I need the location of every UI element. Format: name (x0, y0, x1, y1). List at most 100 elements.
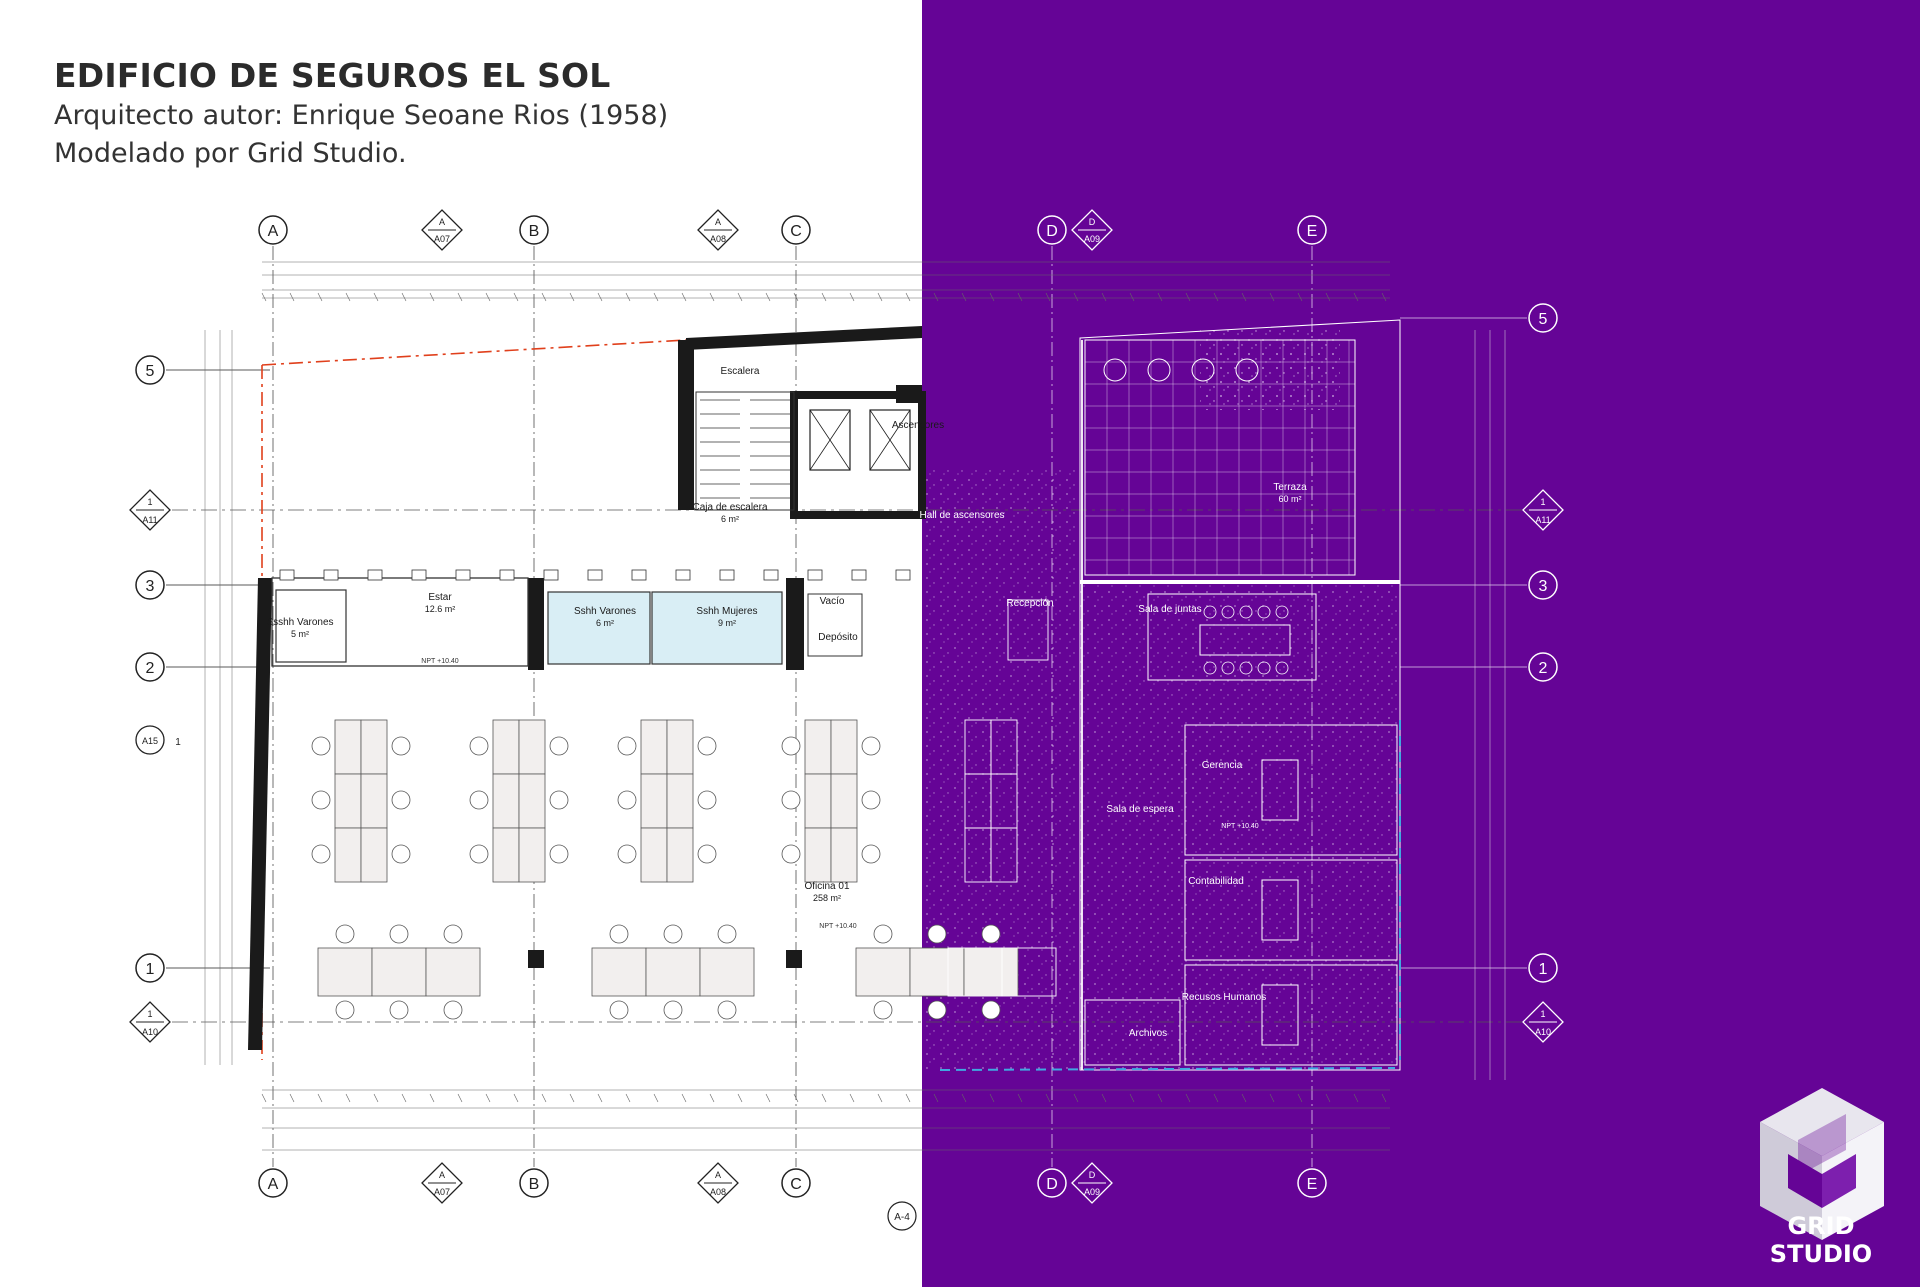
room-name: Escalera (721, 366, 760, 377)
dimension-tick (765, 1093, 771, 1103)
dimension-tick (261, 292, 267, 302)
elevator-core (790, 391, 926, 519)
bench-desk (645, 947, 701, 997)
office-chair (469, 844, 489, 864)
dimension-tick (1213, 292, 1219, 302)
room-label: Recepción (1006, 598, 1053, 609)
grid-row-bubble-right (1528, 652, 1558, 682)
management-room (1184, 724, 1398, 856)
window-mullion (279, 569, 295, 581)
sheet-reference: A-4 (887, 1201, 917, 1231)
room-name: Oficina 01 (804, 881, 849, 892)
office-chair (981, 924, 1001, 944)
elevation-tag-num: 1 (147, 497, 152, 507)
office-chair (781, 844, 801, 864)
dimension-tick (989, 1093, 995, 1103)
dimension-tick (1101, 292, 1107, 302)
dimension-tick (373, 292, 379, 302)
grid-bubble-label: E (1307, 1176, 1318, 1193)
office-chair (443, 924, 463, 944)
dimension-tick (961, 1093, 967, 1103)
office-chair (469, 736, 489, 756)
meeting-table (1199, 624, 1291, 656)
bench-desk (963, 947, 1019, 997)
room-name: Depósito (818, 632, 858, 643)
office-chair (663, 1000, 683, 1020)
dimension-tick (793, 292, 799, 302)
office-chair (781, 790, 801, 810)
office-desk (830, 827, 858, 883)
room-area: 5 m² (291, 629, 309, 639)
structural-column (528, 950, 544, 968)
office-desk (804, 773, 832, 829)
office-desk (360, 719, 388, 775)
office-chair (609, 1000, 629, 1020)
office-chair (697, 736, 717, 756)
dimension-tick (373, 1093, 379, 1103)
room-label: Depósito (818, 632, 858, 643)
purple-outline (1079, 319, 1401, 1071)
grid-bubble-a (258, 215, 288, 245)
stair-wall (678, 340, 694, 510)
office-chair (861, 736, 881, 756)
office-chair (549, 844, 569, 864)
dimension-tick (1129, 1093, 1135, 1103)
grid-bubble-label: C (790, 223, 802, 240)
section-tag-num: A (715, 217, 721, 227)
grid-bubble-d (1037, 1168, 1067, 1198)
dimension-tick (681, 292, 687, 302)
window-mullion (455, 569, 471, 581)
room-name: Archivos (1129, 1028, 1167, 1039)
room-name: Sshh Varones (574, 606, 636, 617)
office-desk (666, 719, 694, 775)
dimension-tick (849, 1093, 855, 1103)
dimension-tick (541, 1093, 547, 1103)
dimension-tick (905, 1093, 911, 1103)
office-chair (717, 1000, 737, 1020)
office-chair (981, 1000, 1001, 1020)
office-chair (697, 844, 717, 864)
office-desk (360, 773, 388, 829)
dimension-tick (429, 292, 435, 302)
wall-pier-1 (528, 578, 544, 670)
dimension-tick (457, 1093, 463, 1103)
office-chair (927, 924, 947, 944)
grid-bubble-b (519, 215, 549, 245)
grid-bubble-e (1297, 1168, 1327, 1198)
meeting-chair (1221, 661, 1235, 675)
level-tag: NPT +10.40 (1221, 823, 1259, 830)
grid-studio-logo-icon (1760, 1088, 1884, 1240)
dimension-tick (1017, 1093, 1023, 1103)
grid-column-d: DD (1037, 215, 1067, 1198)
window-mullion (675, 569, 691, 581)
grid-column-a: AA (258, 215, 288, 1198)
grid-row-label-right: 5 (1539, 311, 1548, 328)
dimension-tick (1157, 292, 1163, 302)
grid-row-label-left: 3 (146, 578, 155, 595)
core-corner (896, 385, 922, 403)
reception-desk (1007, 599, 1049, 661)
dimension-tick (289, 292, 295, 302)
grid-bubble-d (1037, 215, 1067, 245)
dimension-tick (821, 292, 827, 302)
dimension-tick (541, 292, 547, 302)
room-label: Hall de ascensores (919, 510, 1004, 521)
office-chair (391, 844, 411, 864)
planter-texture (1200, 330, 1340, 410)
modeled-by-credit: Modelado por Grid Studio. (54, 138, 407, 169)
dimension-tick (317, 1093, 323, 1103)
room-label: Sala de juntas (1138, 604, 1201, 615)
meeting-chair (1257, 605, 1271, 619)
meeting-chair (1203, 605, 1217, 619)
purple-slab-edge (1080, 580, 1400, 584)
section-tag-sheet: A07 (434, 234, 450, 244)
grid-row-5: 5 (135, 355, 270, 385)
grid-bubble-e (1297, 215, 1327, 245)
